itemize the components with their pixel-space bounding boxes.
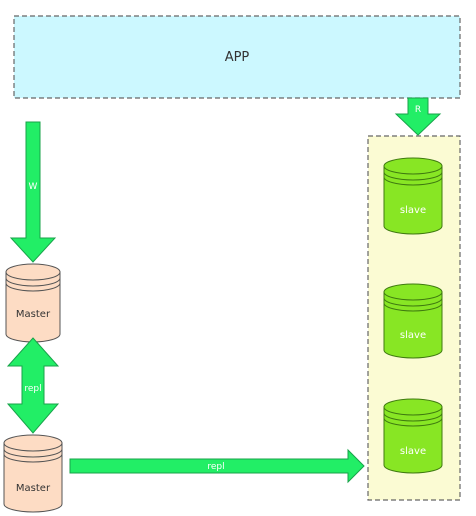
write-arrow-label: W (29, 182, 38, 192)
app-rect (13, 15, 461, 99)
read-arrow: R (394, 97, 442, 136)
slave-db-1-ring-2 (383, 176, 443, 186)
slave-db-3-ring (383, 412, 443, 422)
master-db-1[interactable]: Master (5, 263, 61, 343)
master-db-2-label: Master (16, 483, 51, 494)
master-db-2-body (3, 442, 63, 513)
slave-db-1-label: slave (400, 205, 426, 216)
master-db-1-top (5, 263, 61, 281)
app-label: APP (225, 50, 250, 65)
slave-db-1-ring (383, 171, 443, 181)
slave-db-2-ring-2 (383, 302, 443, 312)
master-db-2-top (3, 434, 63, 452)
write-arrow: W (9, 121, 57, 263)
slave-db-3-top (383, 398, 443, 416)
master-repl-arrow-label: repl (24, 384, 41, 394)
slave-db-1-top (383, 157, 443, 175)
read-arrow-shape (394, 97, 442, 136)
master-repl-arrow: repl (6, 337, 60, 434)
write-arrow-shape (9, 121, 57, 263)
master-db-1-ring-2 (5, 282, 61, 292)
slave-db-1-body (383, 165, 443, 235)
slave-db-2-top (383, 283, 443, 301)
app-box[interactable]: APP (13, 15, 461, 99)
slave-repl-arrow-shape (69, 448, 365, 484)
master-db-2-ring (3, 448, 63, 458)
master-db-1-body (5, 271, 61, 343)
slave-repl-arrow: repl (69, 448, 365, 484)
master-db-1-ring (5, 277, 61, 287)
slave-db-3-ring-2 (383, 417, 443, 427)
slave-db-2[interactable]: slave (383, 283, 443, 359)
master-db-2-ring-2 (3, 453, 63, 463)
slave-db-2-ring (383, 297, 443, 307)
slave-db-3-label: slave (400, 446, 426, 457)
slave-db-3[interactable]: slave (383, 398, 443, 474)
master-repl-arrow-shape (6, 337, 60, 434)
slave-db-2-label: slave (400, 330, 426, 341)
slave-db-3-body (383, 406, 443, 474)
master-db-1-label: Master (16, 309, 51, 320)
slave-repl-arrow-label: repl (207, 462, 224, 472)
master-db-2[interactable]: Master (3, 434, 63, 513)
slave-db-2-body (383, 291, 443, 359)
read-arrow-label: R (415, 105, 421, 115)
slave-db-1[interactable]: slave (383, 157, 443, 235)
